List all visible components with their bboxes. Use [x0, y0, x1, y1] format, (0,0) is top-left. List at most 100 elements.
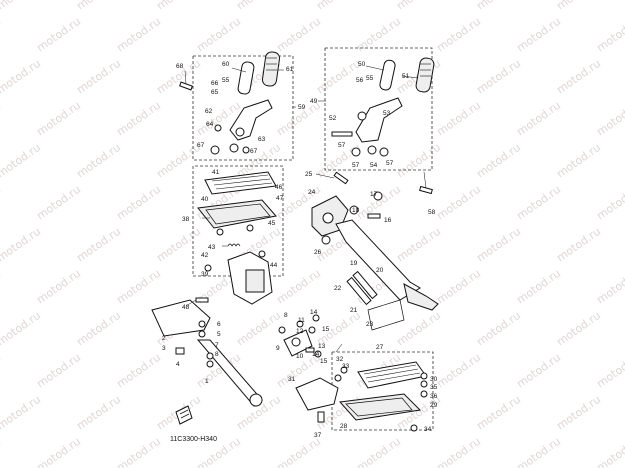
watermark-text: motod.ru — [554, 225, 603, 265]
watermark-text: motod.ru — [0, 309, 43, 349]
callout: 55 — [366, 75, 374, 82]
callout: 46 — [275, 184, 283, 191]
peg-grip-61 — [261, 51, 281, 87]
bolt-68 — [179, 81, 193, 91]
callout: 11 — [298, 317, 305, 324]
pin-13 — [305, 347, 315, 353]
left-rear-peg-assembly — [179, 51, 281, 155]
watermark-text: motod.ru — [34, 267, 83, 307]
washer-36 — [420, 390, 428, 398]
washer-11 — [296, 320, 304, 328]
callout: 58 — [428, 209, 436, 216]
callout: 24 — [308, 189, 316, 196]
callout-labels: 68 60 61 55 66 65 59 62 64 63 67 67 50 5… — [162, 61, 438, 439]
watermark-text: motod.ru — [114, 435, 163, 468]
right-brake-pedal — [311, 171, 439, 331]
watermark-text: motod.ru — [394, 225, 443, 265]
watermark-text: motod.ru — [114, 15, 163, 55]
callout: 25 — [305, 171, 313, 178]
watermark-text: motod.ru — [554, 393, 603, 433]
callout: 51 — [402, 73, 410, 80]
watermark-text: motod.ru — [114, 267, 163, 307]
watermark-text: motod.ru — [394, 309, 443, 349]
callout: 29 — [430, 402, 438, 409]
watermark-text: motod.ru — [34, 435, 83, 468]
watermark-text: motod.ru — [0, 183, 3, 223]
watermark-text: motod.ru — [234, 309, 283, 349]
callout: 22 — [334, 285, 342, 292]
watermark-text: motod.ru — [474, 225, 523, 265]
callout: 61 — [286, 66, 294, 73]
callout: 64 — [206, 121, 214, 128]
washer-6 — [198, 320, 206, 328]
watermark-text: motod.ru — [154, 225, 203, 265]
watermark-text: motod.ru — [34, 183, 83, 223]
washer-7 — [206, 352, 214, 360]
watermark-text: motod.ru — [0, 57, 43, 97]
watermark-text: motod.ru — [594, 183, 625, 223]
bolt-9 — [278, 326, 286, 334]
footboard-pad-29 — [357, 361, 427, 389]
callout: 26 — [314, 249, 322, 256]
callout: 30 — [430, 376, 438, 383]
peg-grip-50 — [379, 59, 396, 91]
callout: 36 — [430, 393, 438, 400]
callout: 15 — [320, 358, 328, 365]
watermark-text: motod.ru — [354, 15, 403, 55]
watermark-text: motod.ru — [514, 435, 563, 468]
callout: 27 — [376, 344, 384, 351]
watermark-text: motod.ru — [74, 141, 123, 181]
callout: 34 — [424, 426, 432, 433]
callout: 62 — [205, 108, 213, 115]
watermark-text: motod.ru — [0, 141, 43, 181]
left-shift-pedal — [151, 297, 263, 407]
group-box-49 — [324, 47, 433, 171]
callout: 55 — [222, 77, 230, 84]
washer-35 — [420, 380, 428, 388]
watermark-text: motod.ru — [74, 225, 123, 265]
watermark-text: motod.ru — [0, 0, 43, 12]
pin-16 — [367, 213, 381, 219]
watermark-text: motod.ru — [0, 225, 43, 265]
note-icon — [175, 405, 193, 425]
watermark-text: motod.ru — [554, 0, 603, 12]
spacer-54 — [367, 145, 377, 155]
callout: 38 — [182, 216, 190, 223]
right-footboard-assembly — [295, 361, 428, 432]
watermark-text: motod.ru — [74, 57, 123, 97]
watermark-text: motod.ru — [594, 15, 625, 55]
callout: 17 — [370, 191, 378, 198]
watermark-text: motod.ru — [394, 141, 443, 181]
watermark-text: motod.ru — [514, 183, 563, 223]
spring-23 — [367, 299, 405, 331]
watermark-text: motod.ru — [434, 183, 483, 223]
watermark-text: motod.ru — [154, 0, 203, 12]
watermark-text: motod.ru — [74, 393, 123, 433]
callout: 45 — [268, 220, 276, 227]
peg-grip-51 — [415, 57, 435, 93]
watermark-text: motod.ru — [554, 57, 603, 97]
callout: 13 — [318, 343, 326, 350]
callout: 18 — [352, 207, 360, 214]
washer-17 — [373, 191, 383, 201]
watermark-text: motod.ru — [154, 141, 203, 181]
watermark-text: motod.ru — [554, 141, 603, 181]
callout: 39 — [201, 271, 209, 278]
watermark-text: motod.ru — [474, 141, 523, 181]
watermark-text: motod.ru — [114, 351, 163, 391]
watermark-text: motod.ru — [474, 393, 523, 433]
callout: 8 — [284, 312, 288, 319]
right-rear-peg-assembly — [331, 57, 435, 195]
bolt-37 — [317, 411, 325, 423]
washer-8 — [206, 360, 214, 368]
bolt-48 — [195, 297, 209, 303]
bolt-58 — [419, 185, 433, 195]
bolt-18 — [349, 205, 359, 215]
bolt-30 — [420, 372, 428, 380]
callout: 9 — [276, 345, 280, 352]
watermark-text: motod.ru — [474, 0, 523, 12]
watermark-text: motod.ru — [474, 309, 523, 349]
callout: 59 — [298, 104, 306, 111]
washer-33 — [340, 366, 348, 374]
